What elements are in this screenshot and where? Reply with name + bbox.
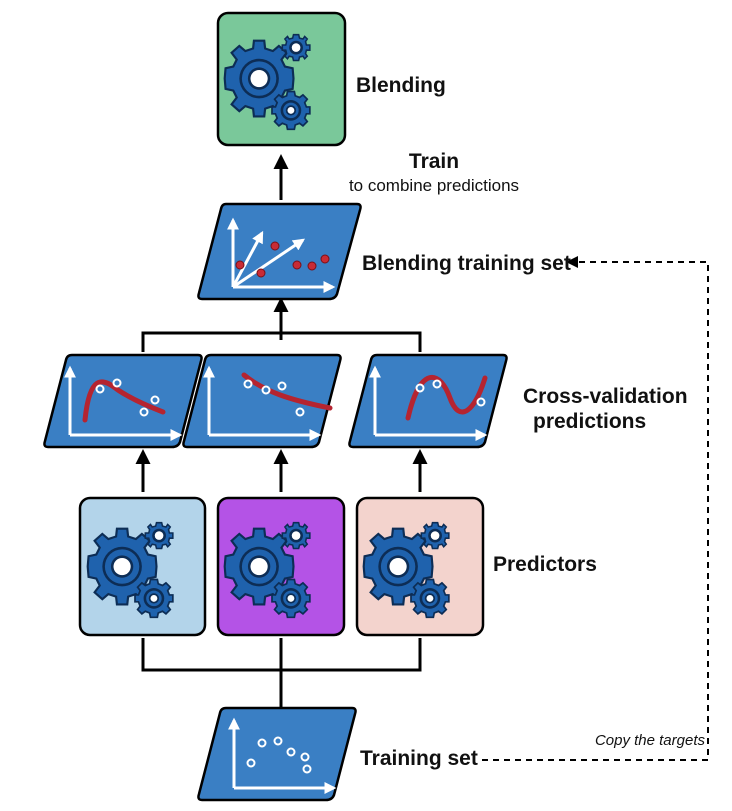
copy-targets-dashed-line bbox=[482, 261, 709, 761]
blending-training-set-plot bbox=[197, 202, 362, 301]
predictor-box-3 bbox=[355, 496, 485, 637]
cv-plot-1 bbox=[43, 353, 203, 449]
training-set-plot bbox=[197, 706, 357, 802]
cv-plot-3 bbox=[348, 353, 508, 449]
predictors-label: Predictors bbox=[493, 553, 597, 576]
blending-training-set-label: Blending training set bbox=[362, 252, 571, 275]
train-label: Train bbox=[409, 150, 459, 173]
connector-lines bbox=[135, 154, 428, 707]
copy-targets-label: Copy the targets bbox=[595, 732, 706, 749]
cv-label-line2: predictions bbox=[533, 410, 646, 433]
predictor-box-1 bbox=[78, 496, 207, 637]
blending-label: Blending bbox=[356, 74, 446, 97]
training-set-label: Training set bbox=[360, 747, 478, 770]
train-sublabel: to combine predictions bbox=[349, 176, 519, 195]
blending-box bbox=[216, 11, 347, 147]
cv-plot-2 bbox=[182, 353, 342, 449]
copy-targets-arrow-icon bbox=[566, 256, 578, 268]
cv-label-line1: Cross-validation bbox=[523, 385, 688, 408]
predictor-box-2 bbox=[216, 496, 346, 637]
